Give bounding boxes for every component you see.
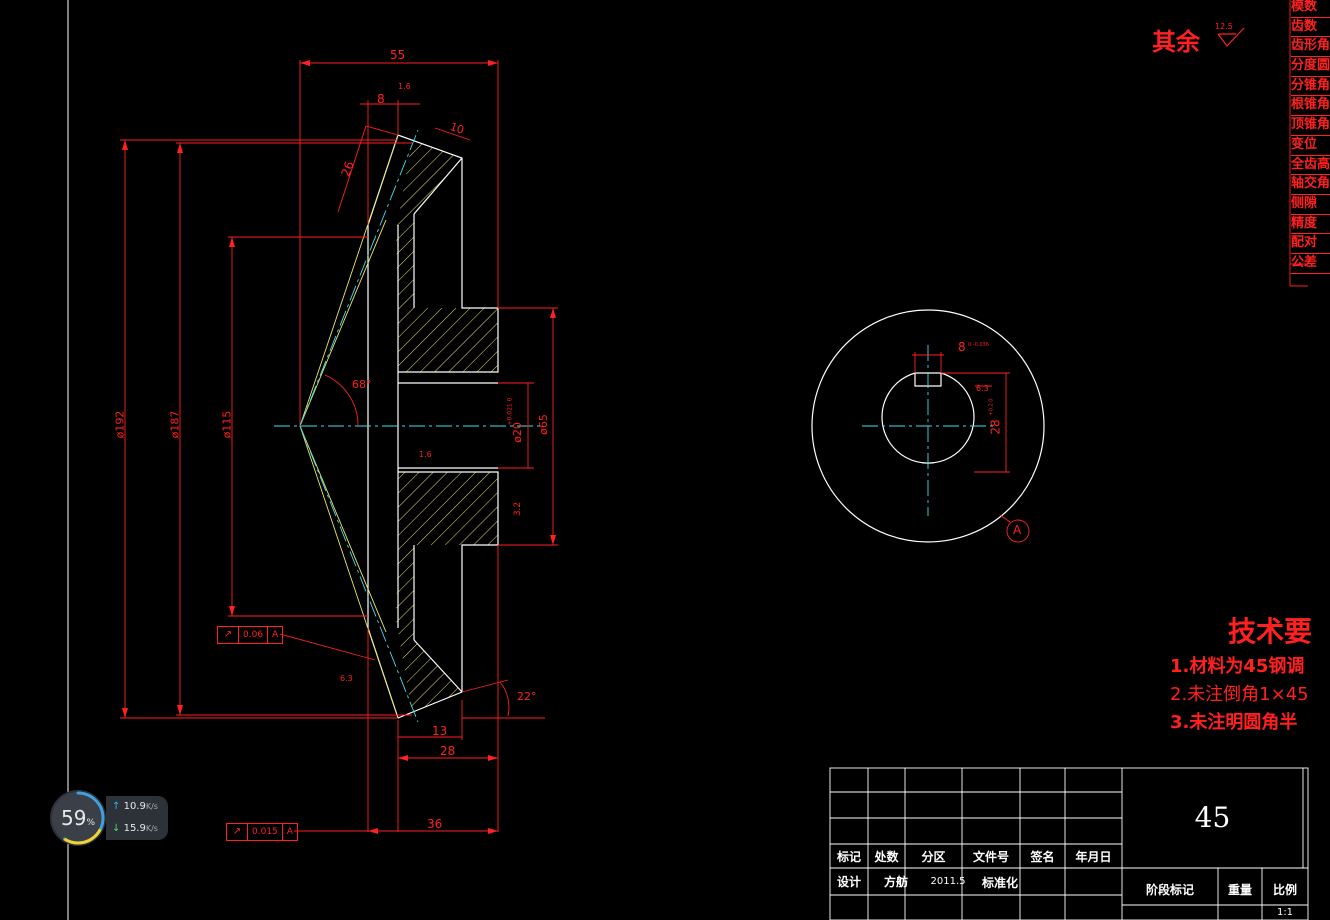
keyway-width-tolerance: 0 -0.036 (968, 342, 989, 348)
hatch-tooth-top (396, 140, 462, 232)
download-arrow-icon: ↓ (112, 823, 121, 834)
param-table-row: 轴交角 (1291, 175, 1330, 195)
tech-req-item-1: 1.材料为45钢调 (1170, 656, 1305, 677)
param-table (1289, 0, 1308, 287)
dim-dia-192: ø192 (113, 410, 127, 439)
dim-dia-187: ø187 (168, 410, 182, 439)
cpu-percent: 59% (50, 790, 106, 846)
tech-req-item-2: 2.未注倒角1×45 (1170, 684, 1309, 705)
scale-label: 比例 (1272, 883, 1297, 897)
cpu-progress-ring-icon (51, 791, 105, 845)
scale-value: 1:1 (1276, 907, 1294, 918)
angle-68: 68° (352, 378, 372, 391)
download-row: ↓ 15.9K/s (106, 818, 168, 840)
section-view (120, 60, 558, 834)
keyway-width: 8 (958, 340, 966, 354)
surface-note-roughness: 12.5 (1215, 22, 1233, 31)
design-date: 2011.5 (930, 876, 966, 887)
tolerance-value-2: 0.015 (248, 824, 283, 840)
roughness-symbol-icon (1217, 27, 1245, 47)
param-table-row: 精度 (1291, 215, 1330, 235)
speed-panel: ↑ 10.9K/s ↓ 15.9K/s (106, 796, 168, 840)
upload-arrow-icon: ↑ (112, 801, 121, 812)
roughness-1-6-top: 1.6 (398, 82, 411, 91)
param-table-row: 侧隙 (1291, 195, 1330, 215)
header-count: 处数 (874, 850, 899, 864)
header-mark: 标记 (836, 850, 861, 864)
title-row-headers: 标记 处数 分区 文件号 签名 年月日 (830, 846, 1122, 868)
param-table-row: 分锥角 (1291, 77, 1330, 97)
param-table-row: 配对 (1291, 234, 1330, 254)
roughness-6-3-left: 6.3 (340, 674, 353, 683)
hatch-hub-bottom (398, 472, 498, 545)
header-zone: 分区 (921, 850, 946, 864)
tolerance-datum-2: A (286, 827, 293, 837)
cpu-percent-sign: % (86, 818, 95, 828)
dim-dia-115: ø115 (220, 410, 234, 439)
param-table-row: 变位 (1291, 136, 1330, 156)
cpu-percent-value: 59 (60, 806, 87, 830)
design-label: 设计 (836, 875, 861, 889)
upload-unit: K/s (145, 802, 158, 811)
weight-label: 重量 (1227, 883, 1252, 897)
keyway-depth: 28 (988, 419, 1003, 435)
upload-speed: 10.9 (123, 801, 146, 812)
roughness-1-6-mid: 1.6 (419, 450, 432, 459)
angle-22: 22° (517, 690, 537, 703)
header-date: 年月日 (1075, 850, 1112, 864)
dim-55: 55 (390, 48, 406, 62)
runout-icon: ↗ (227, 824, 248, 840)
dim-36: 36 (427, 817, 443, 831)
tech-req-item-3: 3.未注明圆角半 (1170, 712, 1298, 733)
param-table-row: 分度圆 (1291, 57, 1330, 77)
stage-mark-label: 阶段标记 (1145, 883, 1194, 897)
param-table-row: 齿数 (1291, 18, 1330, 38)
upload-row: ↑ 10.9K/s (106, 796, 168, 818)
tolerance-frame-1: ↗ 0.06 A (217, 626, 284, 644)
download-speed: 15.9 (123, 823, 146, 834)
material-value: 45 (1194, 801, 1231, 834)
dim-28: 28 (440, 744, 456, 758)
keyway-depth-tolerance: +0.2 0 (988, 398, 995, 416)
title-block (829, 767, 1309, 920)
end-view (811, 309, 1045, 543)
dim-13: 13 (432, 724, 448, 738)
dim-dia-65: ø65 (536, 414, 550, 435)
header-file-no: 文件号 (972, 850, 1009, 864)
download-unit: K/s (145, 824, 158, 833)
hatch-web-bottom (396, 545, 414, 640)
param-table-row: 根锥角 (1291, 96, 1330, 117)
tolerance-datum-1: A (272, 630, 279, 640)
designer-name: 方舫 (883, 875, 908, 889)
param-table-row: 顶锥角 (1291, 116, 1330, 136)
param-table-row: 全齿高 (1291, 156, 1330, 176)
param-table-labels: 模数齿数齿形角分度圆分锥角根锥角顶锥角变位全齿高轴交角侧隙精度配对公差 (1291, 0, 1330, 274)
hatch-tooth-bottom (396, 620, 462, 712)
hatch-web-top (396, 214, 414, 308)
runout-icon: ↗ (218, 627, 239, 643)
tolerance-value-1: 0.06 (239, 627, 269, 643)
datum-label-A: A (1013, 523, 1022, 537)
param-table-row: 齿形角 (1291, 37, 1330, 58)
tech-req-title: 技术要 (1228, 615, 1313, 648)
roughness-3-2: 3.2 (513, 501, 524, 517)
net-speed-widget[interactable]: ↑ 10.9K/s ↓ 15.9K/s 59% (50, 790, 168, 848)
surface-note: 其余 (1152, 28, 1200, 56)
dim-8: 8 (377, 92, 385, 106)
standardize-label: 标准化 (981, 876, 1018, 890)
roughness-6-3-keyway: 6.3 (976, 384, 989, 393)
param-table-row: 公差 (1291, 254, 1330, 274)
dim-dia-20-tolerance: +0.021 0 (506, 397, 514, 426)
hatch-hub-top (398, 308, 498, 372)
header-signature: 签名 (1030, 850, 1055, 864)
tolerance-frame-2: ↗ 0.015 A (226, 823, 298, 841)
tech-requirements: 技术要 1.材料为45钢调 2.未注倒角1×45 3.未注明圆角半 (1160, 610, 1312, 740)
param-table-row: 模数 (1291, 0, 1330, 18)
